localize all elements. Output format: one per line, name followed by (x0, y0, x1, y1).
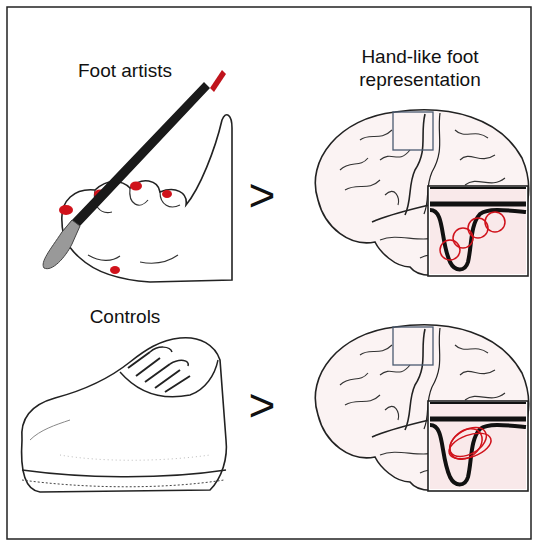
comparison-symbol: > (237, 168, 287, 223)
hand-like-circles (440, 212, 505, 260)
panel-label: Hand-like foot representation (320, 46, 520, 92)
frame (7, 7, 531, 539)
foot-illustration (43, 70, 232, 282)
control-ellipses (444, 422, 495, 466)
brain-top (315, 110, 528, 276)
shoe-illustration (22, 338, 227, 492)
panel-label: Foot artists (25, 60, 225, 83)
comparison-symbol: > (237, 378, 287, 433)
brain-bottom (315, 325, 528, 491)
panel-label: Controls (25, 306, 225, 329)
